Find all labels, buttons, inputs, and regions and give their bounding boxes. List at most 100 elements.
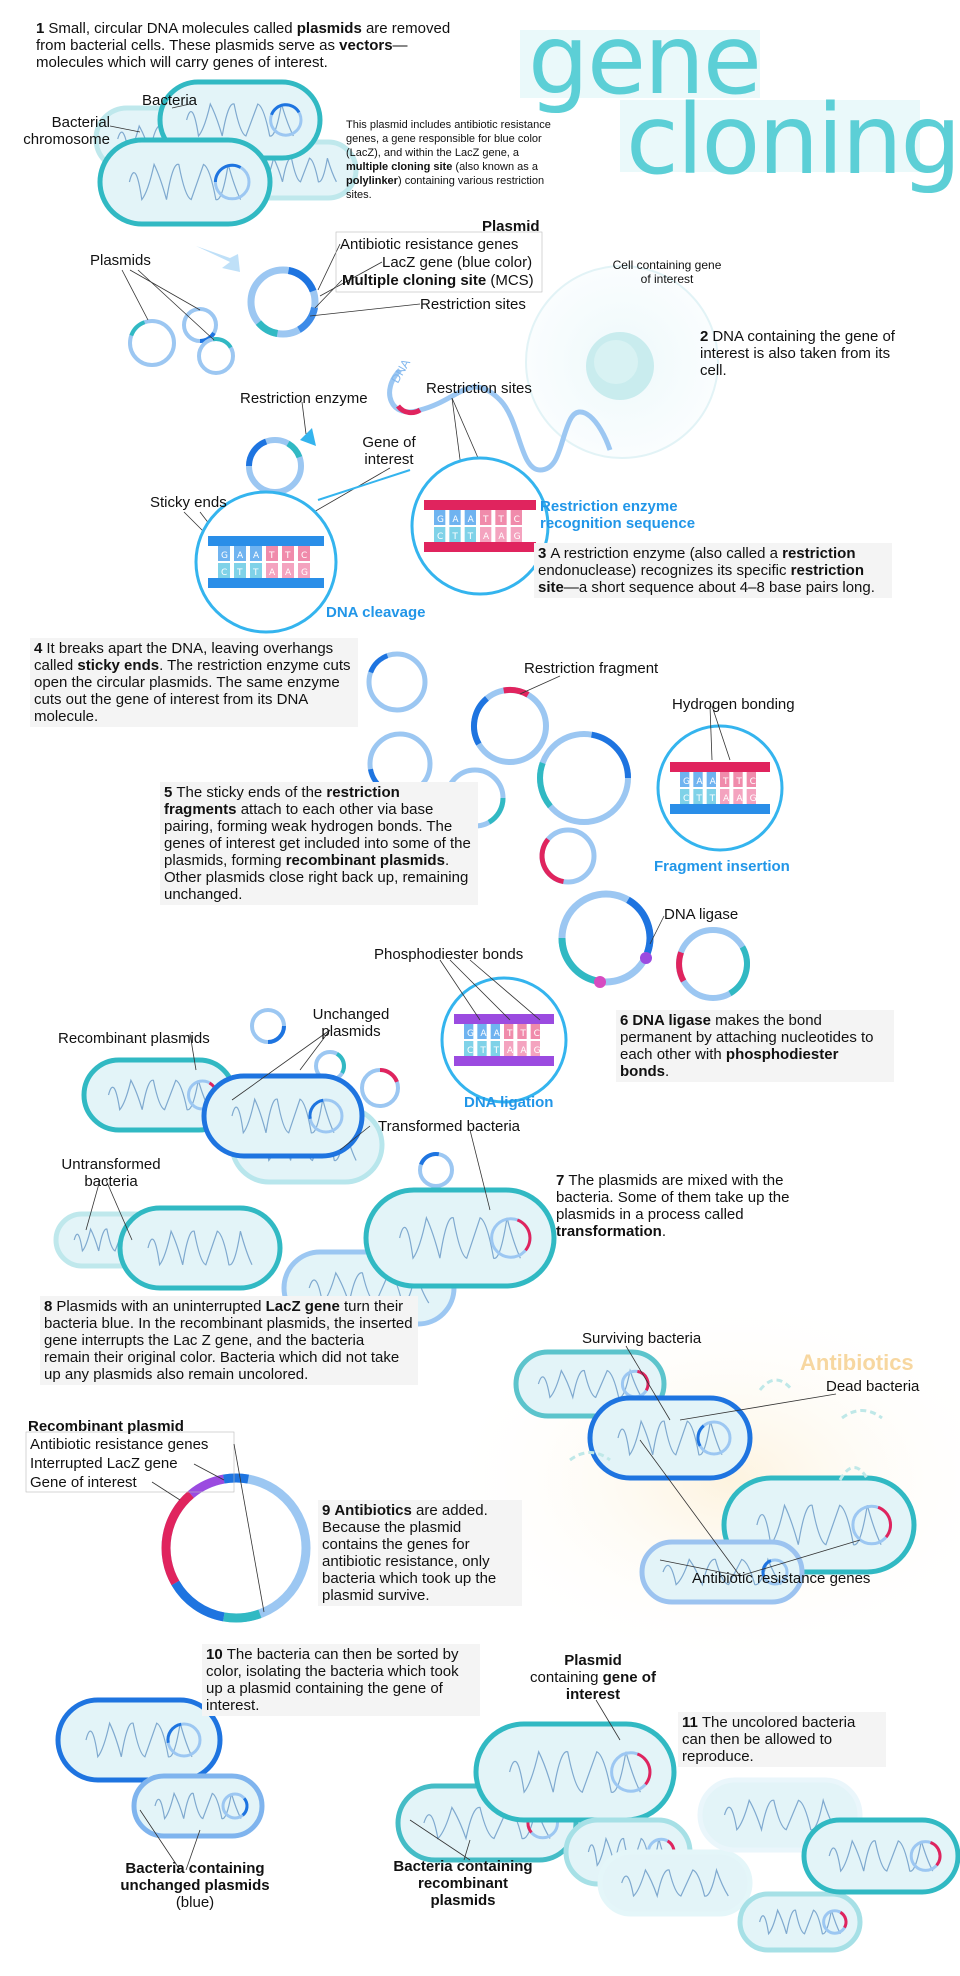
leader-unchanged-blue-1 (139, 1809, 181, 1871)
plasmid-recombinant-big-segment (223, 1609, 262, 1623)
helix-fragment-insertion-base-letter: T (735, 777, 742, 787)
bacterium-ghost-4-membrane (597, 1849, 753, 1917)
recombinant-legend-box (25, 1431, 235, 1493)
helix-cleavage-base-top (266, 546, 278, 561)
bacterium-sorted-blue-plasmid-gene (166, 1722, 182, 1744)
helix-ligation-strand-bottom (454, 1056, 554, 1066)
helix-recognition-lens (410, 456, 550, 596)
bacterium-survivor-lightblue-chromosome (662, 1557, 782, 1587)
leader-interrupted (193, 1463, 225, 1481)
plasmid-open-5 (537, 731, 631, 825)
helix-recognition-base-top (480, 510, 492, 525)
label-plasmids: Plasmids (90, 252, 151, 269)
helix-cleavage-base-letter: A (237, 551, 244, 561)
helix-fragment-insertion-base-top (746, 772, 756, 787)
leader-untransformed-2 (105, 1179, 133, 1241)
label-plasmid: Plasmid (482, 218, 540, 235)
plasmid-labeled-ring (247, 266, 319, 338)
leader-mcs (314, 279, 343, 309)
leader-phospho-3 (469, 959, 541, 1021)
helix-cleavage-base-letter: G (221, 551, 228, 561)
bacterium-survivor-blue-plasmid-gene (696, 1424, 705, 1447)
helix-cleavage-base-top (298, 546, 310, 561)
helix-fragment-insertion-base-letter: C (683, 794, 689, 804)
bacterium-survivor-blue-membrane (587, 1395, 753, 1481)
plasmid-note: This plasmid includes antibiotic resista… (346, 119, 551, 201)
plasmid-open-1 (366, 651, 428, 713)
bacterium-ghost-5-chromosome (723, 1797, 837, 1833)
plasmid-recombinant-big (161, 1473, 311, 1623)
helix-fragment-insertion-base-bottom (680, 789, 690, 804)
leader-enzyme (301, 401, 307, 435)
helix-cleavage-base-top (250, 546, 262, 561)
helix-fragment-insertion-base-bottom (733, 789, 743, 804)
plasmid-small-3-segment (212, 337, 233, 349)
helix-recognition-base-bottom (510, 527, 522, 542)
helix-fragment-insertion-base-top (693, 772, 703, 787)
plasmid-open-4-segment (487, 797, 506, 825)
plasmid-fragment-segment (539, 837, 565, 885)
helix-cleavage-base-letter: C (221, 568, 227, 578)
label-recombinant-plasmid: Recombinant plasmid (28, 1418, 184, 1435)
helix-fragment-insertion-strand-top (670, 762, 770, 772)
leader-transformed-2 (469, 1129, 491, 1211)
bacterium-repro-2-membrane (801, 1817, 960, 1895)
helix-cleavage-base-bottom (282, 563, 294, 578)
helix-ligation-base-top (517, 1024, 527, 1039)
helix-recognition-base-letter: G (437, 515, 444, 525)
helix-recognition-strand-bottom (424, 542, 536, 552)
helix-cleavage-base-letter: T (236, 568, 243, 578)
helix-cleavage-base-letter: T (284, 551, 291, 561)
label-interrupted-lacz: Interrupted LacZ gene (30, 1455, 178, 1472)
label-dna-cleavage: DNA cleavage (326, 604, 426, 621)
helix-cleavage-base-top (218, 546, 230, 561)
leader-restriction-fragment (519, 675, 561, 695)
helix-ligation-base-bottom (530, 1041, 540, 1056)
helix-recognition-base-top (449, 510, 461, 525)
leader-unchanged-2 (299, 1029, 331, 1071)
helix-ligation-base-letter: T (519, 1029, 526, 1039)
dead-bacterium-fragment (758, 1378, 794, 1391)
helix-recognition-base-letter: C (514, 515, 520, 525)
helix-recognition-base-top (464, 510, 476, 525)
plasmid-small-1-segment (129, 320, 146, 337)
plasmid-fragment (539, 827, 597, 885)
plasmid-labeled-segment (287, 267, 317, 293)
bacterium-bottom-chromosome (128, 162, 242, 202)
helix-ligation-base-letter: C (467, 1046, 473, 1056)
bacterium-sorted-teal-2-chromosome (509, 1750, 641, 1794)
helix-cleavage-base-top (234, 546, 246, 561)
helix-ligation-strand-top (454, 1014, 554, 1024)
leader-dead (679, 1393, 837, 1421)
helix-recognition-base-top (510, 510, 522, 525)
leader-recomb-2 (409, 1819, 471, 1861)
cell-nucleolus (594, 340, 638, 384)
label-unchanged-plasmids: Unchanged plasmids (312, 1006, 390, 1040)
leader-plasmids-1 (121, 269, 149, 321)
helix-ligation-base-top (477, 1024, 487, 1039)
helix-recognition-base-top (434, 510, 446, 525)
helix-ligation-base-top (490, 1024, 500, 1039)
helix-recognition-base-bottom (434, 527, 446, 542)
plasmid-cut-segment (246, 438, 268, 467)
plasmid-open-5-segment (590, 731, 631, 779)
helix-fragment-insertion-strand-bottom (670, 804, 770, 814)
helix-cleavage-base-bottom (250, 563, 262, 578)
helix-cleavage-base-bottom (234, 563, 246, 578)
plasmid-labeled-segment (255, 320, 279, 337)
title-background (520, 30, 760, 98)
helix-cleavage-base-letter: A (269, 568, 276, 578)
plasmid-recombinant-big-segment (161, 1490, 194, 1586)
bacterium-blue-1-membrane (201, 1073, 365, 1159)
leader-plasmid-containing (595, 1699, 621, 1741)
title-background-2 (620, 100, 920, 172)
helix-cleavage-base-letter: G (301, 568, 308, 578)
arrow-down-icon (196, 246, 240, 272)
bacterium-survivor-lightblue-plasmid-gene (761, 1559, 772, 1577)
bacterium-sorted-teal-2 (473, 1721, 677, 1823)
bacterium-repro-1-membrane (737, 1891, 863, 1953)
